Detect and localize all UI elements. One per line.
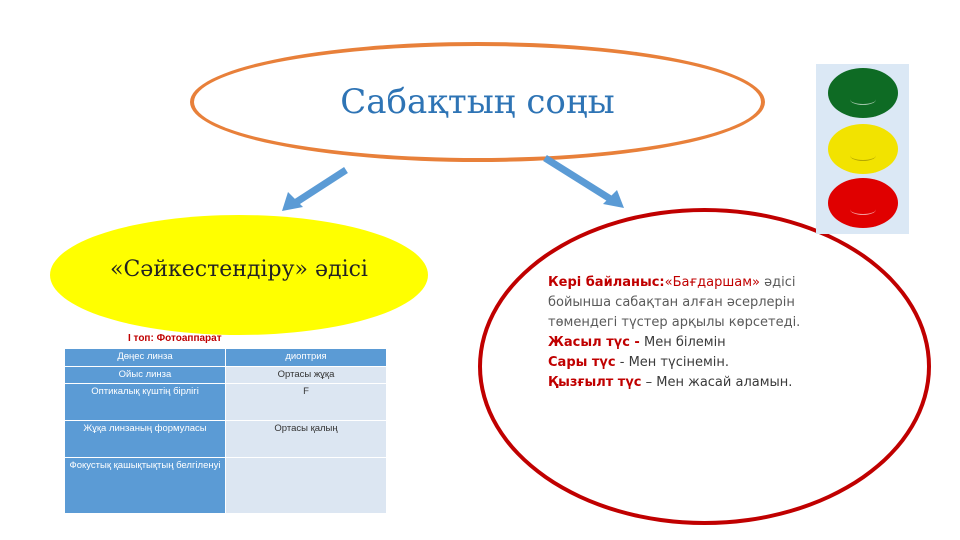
- arrow-left: [282, 167, 348, 211]
- table-cell: [225, 457, 387, 514]
- table-row: Фокустық қашықтықтың белгіленуі: [64, 457, 387, 514]
- feedback-yellow-text: - Мен түсінемін.: [615, 355, 730, 370]
- table-row: Жұқа линзаның формуласы Ортасы қалың: [64, 420, 387, 458]
- table-row: Ойыс линза Ортасы жұқа: [64, 366, 387, 384]
- feedback-yellow-label: Сары түс: [548, 355, 616, 370]
- table-cell: Дөңес линза: [64, 348, 226, 367]
- red-smiley-icon: [828, 178, 898, 228]
- arrow-right: [543, 155, 624, 208]
- feedback-method-name: «Бағдаршам»: [664, 275, 760, 290]
- yellow-smiley-icon: [828, 124, 898, 174]
- table-cell: Ойыс линза: [64, 366, 226, 384]
- matching-method-title: «Сәйкестендіру» әдісі: [110, 256, 368, 282]
- green-smiley-icon: [828, 68, 898, 118]
- group-label: І топ: Фотоаппарат: [128, 333, 222, 344]
- feedback-lead: Кері байланыс:: [548, 275, 665, 290]
- table-cell: диоптрия: [225, 348, 387, 367]
- feedback-green-label: Жасыл түс -: [548, 335, 640, 350]
- feedback-red-label: Қызғылт түс: [548, 375, 642, 390]
- table-row: Оптикалық күштің бірлігі F: [64, 383, 387, 421]
- slide-title: Сабақтың соңы: [340, 82, 615, 122]
- feedback-green-text: Мен білемін: [639, 335, 726, 350]
- feedback-ellipse: [478, 208, 931, 525]
- table-cell: Оптикалық күштің бірлігі: [64, 383, 226, 421]
- feedback-text: Кері байланыс:«Бағдаршам» әдісі бойынша …: [548, 273, 848, 393]
- table-cell: Ортасы қалың: [225, 420, 387, 458]
- table-row: Дөңес линза диоптрия: [64, 348, 387, 367]
- table-cell: F: [225, 383, 387, 421]
- table-cell: Жұқа линзаның формуласы: [64, 420, 226, 458]
- traffic-light-smileys: [816, 64, 909, 234]
- table-cell: Фокустық қашықтықтың белгіленуі: [64, 457, 226, 514]
- feedback-red-text: – Мен жасай аламын.: [641, 375, 793, 390]
- matching-method-bubble: «Сәйкестендіру» әдісі: [50, 215, 428, 335]
- title-ellipse: Сабақтың соңы: [190, 42, 765, 162]
- matching-table: Дөңес линза диоптрия Ойыс линза Ортасы ж…: [64, 348, 387, 514]
- feedback-description: әдісі бойынша сабақтан алған әсерлерін т…: [548, 275, 801, 330]
- table-cell: Ортасы жұқа: [225, 366, 387, 384]
